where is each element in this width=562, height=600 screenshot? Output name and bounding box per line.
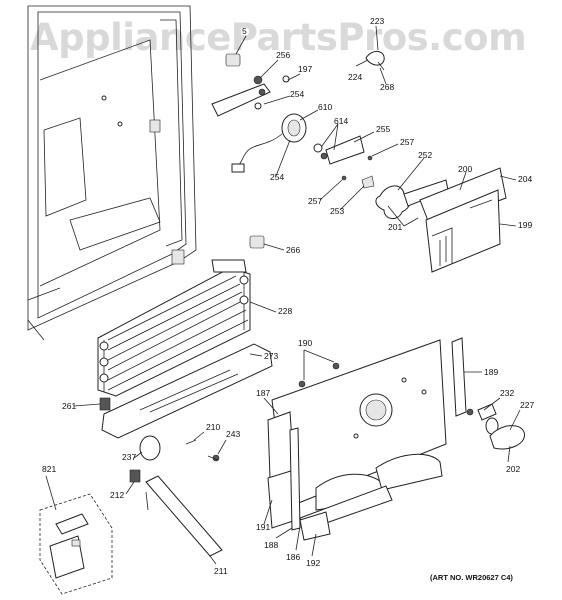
art-number: (ART NO. WR20627 C4) — [430, 573, 513, 582]
part-label-202: 202 — [506, 464, 520, 474]
part-label-5: 5 — [242, 26, 247, 36]
part-label-227: 227 — [520, 400, 534, 410]
part-label-268: 268 — [380, 82, 394, 92]
part-label-257: 257 — [400, 137, 414, 147]
light-socket-and-lens — [466, 403, 525, 450]
cabinet-liner — [27, 5, 197, 341]
part-label-261: 261 — [62, 401, 76, 411]
fan-bracket-assembly — [211, 51, 385, 189]
part-label-211: 211 — [214, 566, 228, 576]
leader-lines — [45, 25, 521, 565]
part-label-190: 190 — [298, 338, 312, 348]
part-label-189: 189 — [484, 367, 498, 377]
part-label-188: 188 — [264, 540, 278, 550]
part-label-614: 614 — [334, 116, 348, 126]
evaporator-cover-panel — [267, 337, 467, 541]
part-label-192: 192 — [306, 558, 320, 568]
part-label-201: 201 — [388, 222, 402, 232]
detail-inset-box — [39, 493, 113, 595]
part-label-223: 223 — [370, 16, 384, 26]
part-label-199: 199 — [518, 220, 532, 230]
part-label-212: 212 — [110, 490, 124, 500]
part-number-callouts: 5 256 197 254 610 223 224 268 614 255 257 254 257 253… — [42, 16, 534, 576]
part-label-254: 254 — [290, 89, 304, 99]
part-label-256: 256 — [276, 50, 290, 60]
part-label-204: 204 — [518, 174, 532, 184]
evaporator-fan-and-cover — [375, 167, 507, 273]
part-label-210: 210 — [206, 422, 220, 432]
part-label-273: 273 — [264, 351, 278, 361]
part-label-200: 200 — [458, 164, 472, 174]
part-label-254: 254 — [270, 172, 284, 182]
part-label-243: 243 — [226, 429, 240, 439]
part-label-255: 255 — [376, 124, 390, 134]
part-label-232: 232 — [500, 388, 514, 398]
part-label-187: 187 — [256, 388, 270, 398]
part-label-266: 266 — [286, 245, 300, 255]
part-label-610: 610 — [318, 102, 332, 112]
part-label-252: 252 — [418, 150, 432, 160]
part-label-821: 821 — [42, 464, 56, 474]
part-label-191: 191 — [256, 522, 270, 532]
part-label-197: 197 — [298, 64, 312, 74]
part-label-253: 253 — [330, 206, 344, 216]
part-label-237: 237 — [122, 452, 136, 462]
watermark-logo: AppliancePartsPros.com — [30, 16, 526, 59]
screws-and-heater — [129, 439, 223, 557]
drain-pan — [99, 343, 273, 461]
part-label-224: 224 — [348, 72, 362, 82]
evaporator-coil — [97, 235, 265, 397]
part-label-228: 228 — [278, 306, 292, 316]
part-label-186: 186 — [286, 552, 300, 562]
part-label-257: 257 — [308, 196, 322, 206]
